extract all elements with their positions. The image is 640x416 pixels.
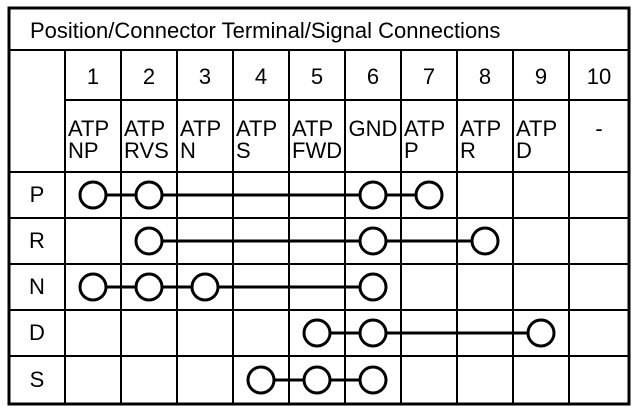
connection-dot [78,272,108,302]
connection-dot [134,180,164,210]
signal-name-line: P [404,138,419,163]
table-border [7,6,631,406]
terminal-number: 5 [310,64,324,89]
terminal-number: 8 [478,64,492,89]
signal-name-line: ATP [292,116,334,141]
table-title: Position/Connector Terminal/Signal Conne… [30,18,501,43]
terminal-number: 6 [366,64,380,89]
connection-dot [526,318,556,348]
connection-dot [134,272,164,302]
position-label: S [29,367,45,392]
connection-dot [190,272,220,302]
signal-name: GND [346,118,400,140]
signal-name-line: GND [348,116,398,141]
terminal-number: 9 [534,64,548,89]
signal-name-line: D [516,138,532,163]
connection-dot [134,226,164,256]
signal-name-line: ATP [68,116,110,141]
position-label: R [29,228,45,253]
signal-name-line: ATP [180,116,222,141]
connection-dot [358,180,388,210]
terminal-number: 4 [254,64,268,89]
signal-name-line: ATP [460,116,502,141]
signal-name-line: R [460,138,476,163]
signal-name-line: N [180,138,196,163]
connection-dot [358,226,388,256]
terminal-number: 10 [586,64,612,89]
signal-name-line: - [595,116,603,141]
terminal-number: 7 [422,64,436,89]
terminal-number: 2 [142,64,156,89]
position-label: D [29,320,45,345]
signal-name-line: ATP [404,116,446,141]
signal-name-line: RVS [124,138,169,163]
connection-dot [358,318,388,348]
connection-dot [358,365,388,395]
signal-name-line: S [236,138,251,163]
terminal-number: 1 [86,64,100,89]
connection-dot [358,272,388,302]
connection-dot [246,365,276,395]
signal-name: - [570,118,628,140]
connection-dot [470,226,500,256]
connection-dot [414,180,444,210]
signal-name-line: ATP [516,116,558,141]
connection-dot [302,318,332,348]
connection-dot [78,180,108,210]
position-label: P [29,182,45,207]
signal-name-line: ATP [236,116,278,141]
position-label: N [29,274,45,299]
signal-name-line: FWD [292,138,343,163]
signal-name-line: ATP [124,116,166,141]
connection-dot [302,365,332,395]
terminal-number: 3 [198,64,212,89]
signal-name-line: NP [68,138,99,163]
